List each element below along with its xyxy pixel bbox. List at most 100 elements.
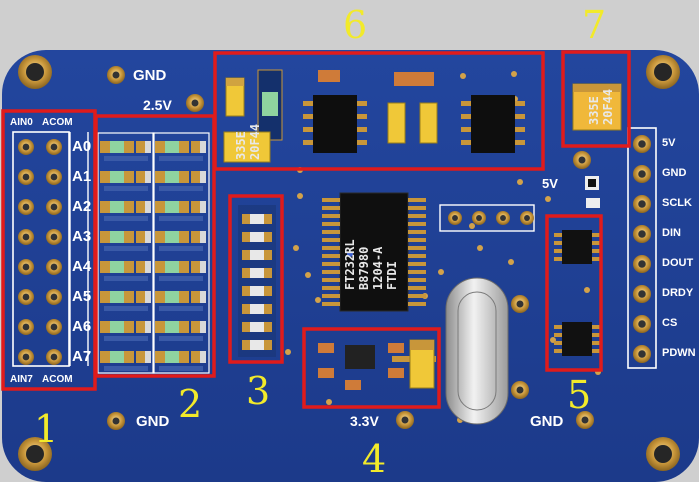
- header-pin: [46, 319, 62, 335]
- section-number-4: 4: [362, 437, 387, 481]
- header-pin-label: 5V: [662, 137, 676, 149]
- smd-capacitor: [191, 141, 206, 153]
- smd-capacitor: [136, 291, 151, 303]
- header-pin: [448, 211, 462, 225]
- header-pin-label: PDWN: [662, 347, 696, 359]
- smd-capacitor: [104, 216, 148, 221]
- section-number-2: 2: [178, 382, 203, 426]
- highlight-box-4: [302, 327, 441, 409]
- smd-resistor: [155, 351, 189, 363]
- smd-capacitor: [136, 261, 151, 273]
- smd-resistor: [155, 321, 189, 333]
- smd-capacitor: [159, 246, 203, 251]
- header-pin: [496, 211, 510, 225]
- ftdi-marking-3: B87980: [357, 246, 371, 290]
- smd-capacitor: [159, 216, 203, 221]
- reference-section: [223, 69, 525, 163]
- v33-label: 3.3V: [350, 413, 379, 429]
- header-pin-label: DRDY: [662, 287, 694, 299]
- smd-capacitor: [136, 231, 151, 243]
- v25-label: 2.5V: [143, 97, 172, 113]
- prog-header: [439, 204, 535, 232]
- smd-capacitor: [159, 156, 203, 161]
- smd-resistor: [155, 261, 189, 273]
- analog-channel-label: A2: [72, 198, 92, 215]
- analog-channel-label: A7: [72, 348, 92, 365]
- highlight-boxes: [1, 50, 631, 409]
- smd-resistor: [100, 321, 134, 333]
- header-pin: [633, 135, 651, 153]
- analog-channel-label: A0: [72, 138, 92, 155]
- smd-capacitor: [191, 261, 206, 273]
- header-pin: [18, 319, 34, 335]
- header-pin: [633, 225, 651, 243]
- smd-capacitor: [191, 201, 206, 213]
- header-pin: [18, 289, 34, 305]
- smd-resistor: [242, 250, 272, 260]
- smd-capacitor: [159, 186, 203, 191]
- test-points: [107, 66, 594, 430]
- smd-resistor: [100, 291, 134, 303]
- analog-channel-label: A4: [72, 258, 92, 275]
- header-pin-label: DIN: [662, 227, 681, 239]
- cap-left-marking-2: 20F44: [248, 123, 262, 160]
- header-pin: [633, 195, 651, 213]
- highlight-box-3: [228, 194, 284, 364]
- acom-top-label: ACOM: [42, 117, 73, 128]
- smd-capacitor: [104, 366, 148, 371]
- smd-resistor: [242, 322, 272, 332]
- cap-right-marking-2: 20F44: [601, 88, 615, 125]
- ain0-label: AIN0: [10, 117, 33, 128]
- smd-resistor: [155, 231, 189, 243]
- cap-right-marking-1: 335E: [587, 96, 601, 125]
- section-number-5: 5: [567, 373, 592, 417]
- header-pin: [18, 199, 34, 215]
- regulator-area: [318, 339, 435, 390]
- smd-capacitor: [136, 141, 151, 153]
- smd-capacitor: [159, 336, 203, 341]
- smd-resistor: [100, 231, 134, 243]
- mounting-holes: [18, 55, 680, 471]
- ftdi-marking-2: 1204-A: [371, 246, 385, 290]
- smd-capacitor: [191, 321, 206, 333]
- smd-resistor: [242, 340, 272, 350]
- section-number-1: 1: [34, 407, 59, 451]
- header-pin: [46, 169, 62, 185]
- smd-capacitor: [159, 366, 203, 371]
- resistor-column: [238, 205, 276, 357]
- header-pin: [46, 349, 62, 365]
- smd-resistor: [242, 268, 272, 278]
- header-pin: [633, 315, 651, 333]
- gnd-label-bottom-left: GND: [136, 413, 170, 430]
- header-pin: [18, 169, 34, 185]
- smd-resistor: [100, 261, 134, 273]
- gnd-label-bottom-right: GND: [530, 413, 564, 430]
- ain7-label: AIN7: [10, 374, 33, 385]
- smd-capacitor: [104, 186, 148, 191]
- header-pin: [633, 285, 651, 303]
- header-pin: [18, 229, 34, 245]
- header-pin-label: DOUT: [662, 257, 694, 269]
- section-number-7: 7: [582, 3, 607, 47]
- header-pin: [633, 165, 651, 183]
- power-led: [585, 176, 600, 208]
- filter-array: [97, 132, 210, 374]
- smd-resistor: [100, 141, 134, 153]
- header-pin-label: SCLK: [662, 197, 692, 209]
- gnd-label-top: GND: [133, 67, 167, 84]
- acom-bottom-label: ACOM: [42, 374, 73, 385]
- smd-capacitor: [191, 231, 206, 243]
- smd-resistor: [100, 201, 134, 213]
- ftdi-marking-1: FTDI: [385, 261, 399, 290]
- analog-channel-label: A1: [72, 168, 92, 185]
- highlight-box-7: [561, 50, 631, 148]
- tantalum-cap: [572, 83, 622, 131]
- smd-capacitor: [136, 171, 151, 183]
- header-pin: [18, 259, 34, 275]
- smd-resistor: [155, 141, 189, 153]
- smd-resistor: [155, 291, 189, 303]
- header-pin-label: CS: [662, 317, 678, 329]
- smd-capacitor: [104, 276, 148, 281]
- ftdi-chip: [322, 192, 426, 312]
